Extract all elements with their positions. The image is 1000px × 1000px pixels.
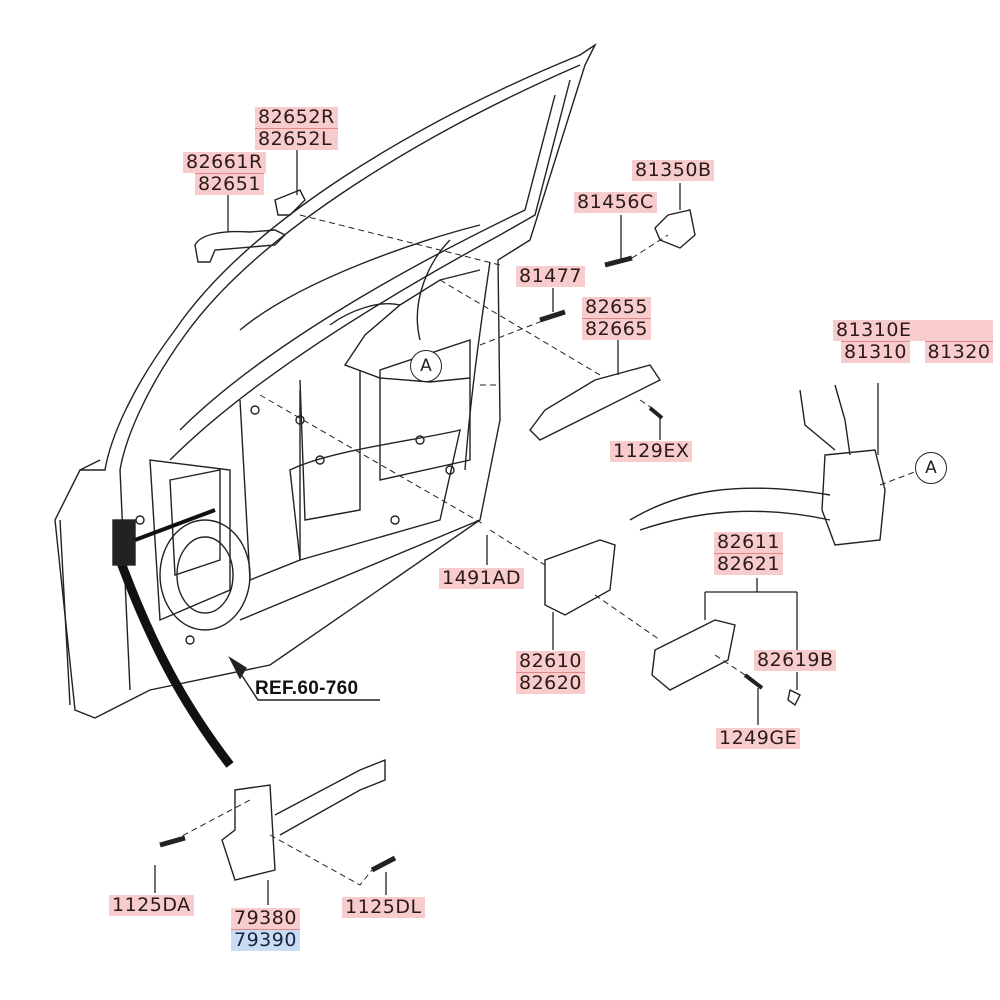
part-number[interactable]: 81350B bbox=[632, 160, 715, 181]
part-label-handle-bracket[interactable]: 82655 82665 bbox=[582, 297, 651, 340]
part-number[interactable]: 1129EX bbox=[610, 441, 693, 462]
callout-a-door: A bbox=[410, 350, 442, 382]
part-number[interactable]: 82610 bbox=[516, 651, 585, 672]
part-number[interactable]: 82621 bbox=[714, 553, 783, 575]
striker-art bbox=[654, 209, 696, 249]
part-label-bolt-81477[interactable]: 81477 bbox=[516, 266, 585, 287]
part-number[interactable]: 1491AD bbox=[439, 568, 524, 589]
part-number[interactable]: 1249GE bbox=[716, 728, 801, 749]
part-number[interactable]: 82611 bbox=[714, 532, 783, 553]
part-number-highlighted[interactable]: 79390 bbox=[231, 929, 300, 951]
part-label-striker-screw[interactable]: 81456C bbox=[574, 192, 657, 213]
callout-a-latch: A bbox=[915, 452, 947, 484]
part-number[interactable]: 82655 bbox=[582, 297, 651, 318]
screw-1249ge-art bbox=[743, 673, 764, 690]
handle-bracket-art bbox=[529, 364, 662, 441]
door-checker-art bbox=[159, 758, 397, 881]
part-number[interactable]: 81310 bbox=[841, 341, 910, 363]
outside-handle-art bbox=[194, 189, 306, 263]
window-seal bbox=[239, 224, 481, 331]
part-number[interactable]: 81310E bbox=[833, 320, 994, 341]
part-number[interactable]: 82619B bbox=[754, 650, 837, 671]
bolt-81477-art bbox=[539, 309, 566, 323]
wiring-harness bbox=[115, 558, 234, 768]
part-number[interactable]: 81477 bbox=[516, 266, 585, 287]
screw-81456c bbox=[604, 255, 633, 268]
part-label-plug-82619b[interactable]: 82619B bbox=[754, 650, 837, 671]
part-label-bolt-1125da[interactable]: 1125DA bbox=[109, 895, 194, 916]
part-label-screw-1249ge[interactable]: 1249GE bbox=[716, 728, 801, 749]
assembly-lines bbox=[164, 214, 921, 886]
part-number[interactable]: 82652R bbox=[255, 107, 338, 128]
part-label-screw-1129ex[interactable]: 1129EX bbox=[610, 441, 693, 462]
part-number[interactable]: 82652L bbox=[255, 128, 338, 150]
part-label-outside-handle-cover[interactable]: 82652R 82652L bbox=[255, 107, 338, 150]
latch-assembly-art bbox=[629, 384, 886, 546]
part-number[interactable]: 82651 bbox=[195, 173, 264, 195]
part-label-bolt-1125dl[interactable]: 1125DL bbox=[342, 897, 425, 918]
part-label-door-checker[interactable]: 79380 79390 bbox=[231, 908, 300, 951]
inside-bezel-art bbox=[651, 619, 736, 691]
part-number[interactable]: 82665 bbox=[582, 318, 651, 340]
inside-handle-art bbox=[544, 539, 616, 616]
part-number[interactable]: 82661R bbox=[183, 152, 266, 173]
part-number[interactable]: 1125DL bbox=[342, 897, 425, 918]
plug-art bbox=[787, 688, 801, 707]
part-number[interactable]: 1125DA bbox=[109, 895, 194, 916]
leader-lines bbox=[154, 150, 879, 905]
part-label-inside-handle-bezel[interactable]: 82611 82621 bbox=[714, 532, 783, 575]
part-label-inside-handle[interactable]: 82610 82620 bbox=[516, 651, 585, 694]
reference-label[interactable]: REF.60-760 bbox=[255, 678, 359, 699]
part-label-outside-handle[interactable]: 82661R 82651 bbox=[183, 152, 266, 195]
part-label-clip-1491ad[interactable]: 1491AD bbox=[439, 568, 524, 589]
part-number[interactable]: 81320 bbox=[924, 341, 994, 363]
part-number[interactable]: 81456C bbox=[574, 192, 657, 213]
part-number[interactable]: 82620 bbox=[516, 672, 585, 694]
part-number[interactable]: 79380 bbox=[231, 908, 300, 929]
part-label-latch-assembly[interactable]: 81310E 81310 81320 bbox=[833, 320, 994, 363]
ref-arrow bbox=[228, 656, 380, 701]
part-label-striker[interactable]: 81350B bbox=[632, 160, 715, 181]
harness-connector bbox=[112, 519, 136, 566]
door-frame bbox=[54, 42, 597, 719]
